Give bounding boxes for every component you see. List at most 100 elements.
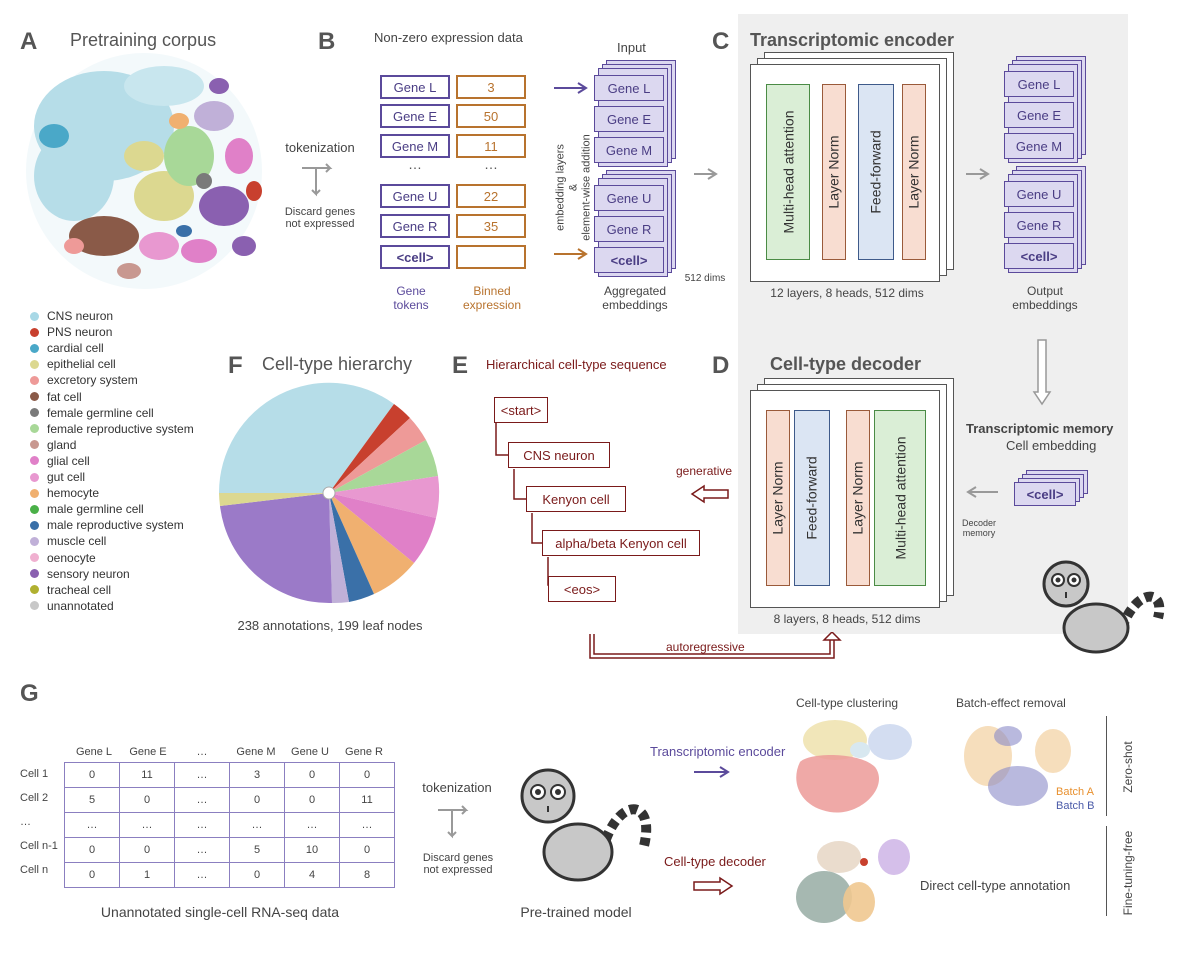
g-encoder-label: Transcriptomic encoder <box>650 744 786 759</box>
legend-swatch <box>30 504 39 514</box>
table-row: ……………… <box>64 812 395 838</box>
to-memory-arrow-icon <box>1032 339 1052 406</box>
legend-swatch <box>30 311 39 321</box>
bin-ellipsis: … <box>484 156 498 172</box>
memory-arrow-icon <box>966 486 998 498</box>
autoregressive-arrow-icon <box>589 632 842 659</box>
table-cell: 5 <box>64 787 120 813</box>
legend-label: epithelial cell <box>47 357 116 372</box>
legend-item: excretory system <box>30 373 138 387</box>
encoder-mha-block: Multi-head attention <box>766 84 810 260</box>
binned-line-2: expression <box>462 298 522 312</box>
gene-ellipsis: … <box>408 156 422 172</box>
encoder-feedforward-block: Feed-forward <box>858 84 894 260</box>
embedding-bottom-item: Gene U <box>594 185 664 211</box>
to-output-arrow-icon <box>966 168 990 180</box>
bin-value: 3 <box>456 75 526 99</box>
embedding-top-item: Gene E <box>594 106 664 132</box>
table-cell: … <box>64 812 120 838</box>
decoder-memory-line-1: Decoder <box>961 518 997 528</box>
legend-item: glial cell <box>30 454 90 468</box>
legend-label: oenocyte <box>47 550 96 565</box>
panel-b-letter: B <box>318 28 336 55</box>
gene-token: Gene R <box>380 214 450 238</box>
table-cell: … <box>229 812 285 838</box>
output-line-1: Output <box>1026 284 1064 298</box>
table-col-header: Gene U <box>291 746 329 758</box>
table-cell: … <box>119 812 175 838</box>
seq-start-token: <start> <box>494 397 548 423</box>
table-cell: … <box>174 837 230 863</box>
aggregated-label: Aggregated embeddings <box>590 284 680 312</box>
autoregressive-label: autoregressive <box>666 640 745 654</box>
binned-line-1: Binned <box>473 284 511 298</box>
memory-cell-embedding: <cell> <box>1014 482 1076 506</box>
discard-label: Discard genes not expressed <box>270 206 370 230</box>
table-row-header: Cell 1 <box>20 768 49 780</box>
gene-token: Gene U <box>380 184 450 208</box>
dims-label: 512 dims <box>684 273 726 284</box>
decoder-caption: 8 layers, 8 heads, 512 dims <box>773 612 921 626</box>
legend-item: cardial cell <box>30 341 104 355</box>
table-row-header: … <box>20 816 31 828</box>
table-cell: … <box>174 762 230 788</box>
generative-label: generative <box>676 464 733 478</box>
legend-swatch <box>30 488 39 498</box>
legend-item: fat cell <box>30 390 82 404</box>
table-cell: 8 <box>339 862 395 888</box>
legend-swatch <box>30 520 39 530</box>
legend-swatch <box>30 327 39 337</box>
hierarchy-sunburst <box>218 382 440 604</box>
table-col-header: Gene M <box>236 746 276 758</box>
decoder-feedforward-block: Feed-forward <box>794 410 830 586</box>
legend-swatch <box>30 408 39 418</box>
legend-item: male germline cell <box>30 502 144 516</box>
gene-token: Gene L <box>380 75 450 99</box>
legend-label: gland <box>47 437 77 452</box>
decoder-memory-label: Decoder memory <box>954 518 1004 538</box>
legend-swatch <box>30 424 39 434</box>
direct-annotation-label: Direct cell-type annotation <box>920 878 1071 893</box>
legend-label: PNS neuron <box>47 325 113 340</box>
embedding-line-2: & <box>567 183 580 192</box>
legend-swatch <box>30 585 39 595</box>
aggregated-line-1: Aggregated <box>603 284 667 298</box>
output-top-item: Gene M <box>1004 133 1074 159</box>
lemur-mascot-icon <box>1042 560 1165 654</box>
bin-value <box>456 245 526 269</box>
legend-label: male germline cell <box>47 502 144 517</box>
legend-item: gland <box>30 438 76 452</box>
output-line-2: embeddings <box>1012 298 1078 312</box>
legend-item: hemocyte <box>30 486 99 500</box>
legend-swatch <box>30 536 39 546</box>
table-cell: 0 <box>339 762 395 788</box>
table-cell: … <box>174 787 230 813</box>
tokenization-arrow-icon <box>302 163 333 197</box>
legend-swatch <box>30 472 39 482</box>
discard-line-2: not expressed <box>285 218 355 230</box>
legend-item: sensory neuron <box>30 567 130 581</box>
table-cell: 0 <box>339 837 395 863</box>
table-cell: 10 <box>284 837 340 863</box>
legend-item: unannotated <box>30 599 114 613</box>
decoder-layernorm-1: Layer Norm <box>766 410 790 586</box>
divider-zero-shot <box>1106 716 1107 816</box>
tokenization-label: tokenization <box>285 140 355 155</box>
batch-b-label: Batch B <box>1056 800 1095 812</box>
panel-c-letter: C <box>712 28 730 55</box>
fine-tuning-free-label: Fine-tuning-free <box>1121 830 1135 916</box>
zero-shot-label: Zero-shot <box>1121 741 1135 793</box>
legend-swatch <box>30 601 39 611</box>
embedding-bottom-item: Gene R <box>594 216 664 242</box>
legend-item: tracheal cell <box>30 583 111 597</box>
legend-label: male reproductive system <box>47 518 184 533</box>
table-cell: 0 <box>284 787 340 813</box>
legend-item: epithelial cell <box>30 357 116 371</box>
table-cell: 5 <box>229 837 285 863</box>
table-cell: 11 <box>119 762 175 788</box>
g-decoder-label: Cell-type decoder <box>664 854 766 869</box>
gene-token: Gene E <box>380 104 450 128</box>
seq-eos-token: <eos> <box>548 576 616 602</box>
